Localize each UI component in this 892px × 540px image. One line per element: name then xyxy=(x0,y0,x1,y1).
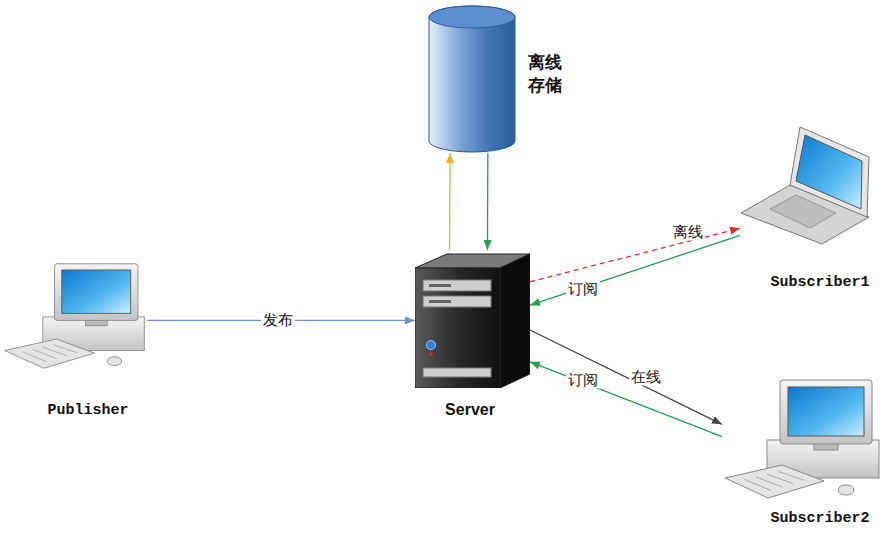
node-label: Server xyxy=(445,401,495,419)
connector-arrow xyxy=(530,362,722,437)
laptop-client-icon xyxy=(740,125,870,245)
connector-arrow xyxy=(530,228,740,282)
laptop-client: Subscriber1 xyxy=(740,125,870,245)
edge-label: 订阅 xyxy=(566,371,600,388)
node-label: 离线 存储 xyxy=(528,52,567,98)
node-label: Subscriber1 xyxy=(770,274,869,291)
desktop-client-icon xyxy=(722,378,882,500)
connector-arrow xyxy=(487,153,489,250)
server-tower-icon xyxy=(415,250,530,388)
desktop-client: Publisher xyxy=(2,262,147,370)
connector-arrow xyxy=(449,153,451,250)
node-label: Publisher xyxy=(47,402,128,419)
connector-arrow xyxy=(530,330,722,424)
desktop-client: Subscriber2 xyxy=(722,378,882,500)
server-tower: Server xyxy=(415,250,530,388)
edge-label: 在线 xyxy=(629,368,663,385)
desktop-client-icon xyxy=(2,262,147,370)
connector-arrow xyxy=(530,235,740,305)
edge-label: 发布 xyxy=(261,311,295,328)
storage-cylinder: 离线 存储 xyxy=(428,5,516,153)
edge-label: 离线 xyxy=(671,223,705,240)
storage-cylinder-icon xyxy=(428,5,516,153)
edge-label: 订阅 xyxy=(566,280,600,297)
node-label: Subscriber2 xyxy=(770,510,869,527)
